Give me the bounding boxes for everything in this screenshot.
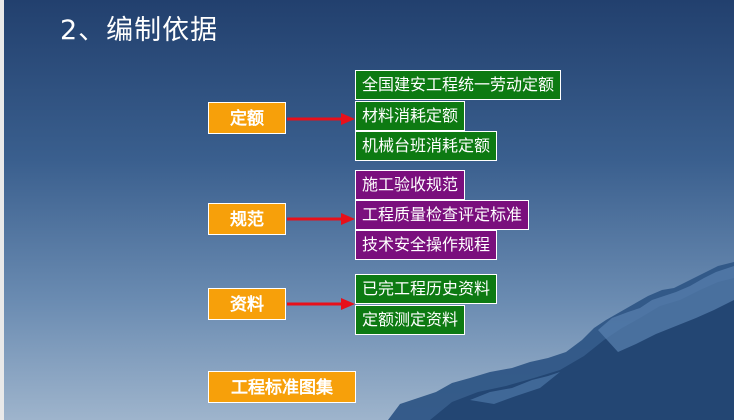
quota-item-material: 材料消耗定额 <box>355 101 466 131</box>
data-item-measurement: 定额测定资料 <box>355 305 466 335</box>
category-standard-atlas: 工程标准图集 <box>208 371 356 403</box>
category-data: 资料 <box>208 288 286 320</box>
left-edge-strip <box>0 0 4 420</box>
spec-item-acceptance: 施工验收规范 <box>355 170 466 200</box>
arrow-data <box>287 298 355 310</box>
data-item-history: 已完工程历史资料 <box>355 274 498 304</box>
category-quota: 定额 <box>208 102 286 134</box>
arrow-quota <box>287 113 355 125</box>
category-spec: 规范 <box>208 203 286 235</box>
quota-item-machine: 机械台班消耗定额 <box>355 131 498 161</box>
quota-item-labor: 全国建安工程统一劳动定额 <box>355 70 562 100</box>
spec-item-quality: 工程质量检查评定标准 <box>355 200 530 230</box>
arrow-spec <box>287 213 355 225</box>
slide-title: 2、编制依据 <box>60 15 219 46</box>
spec-item-safety: 技术安全操作规程 <box>355 230 498 260</box>
